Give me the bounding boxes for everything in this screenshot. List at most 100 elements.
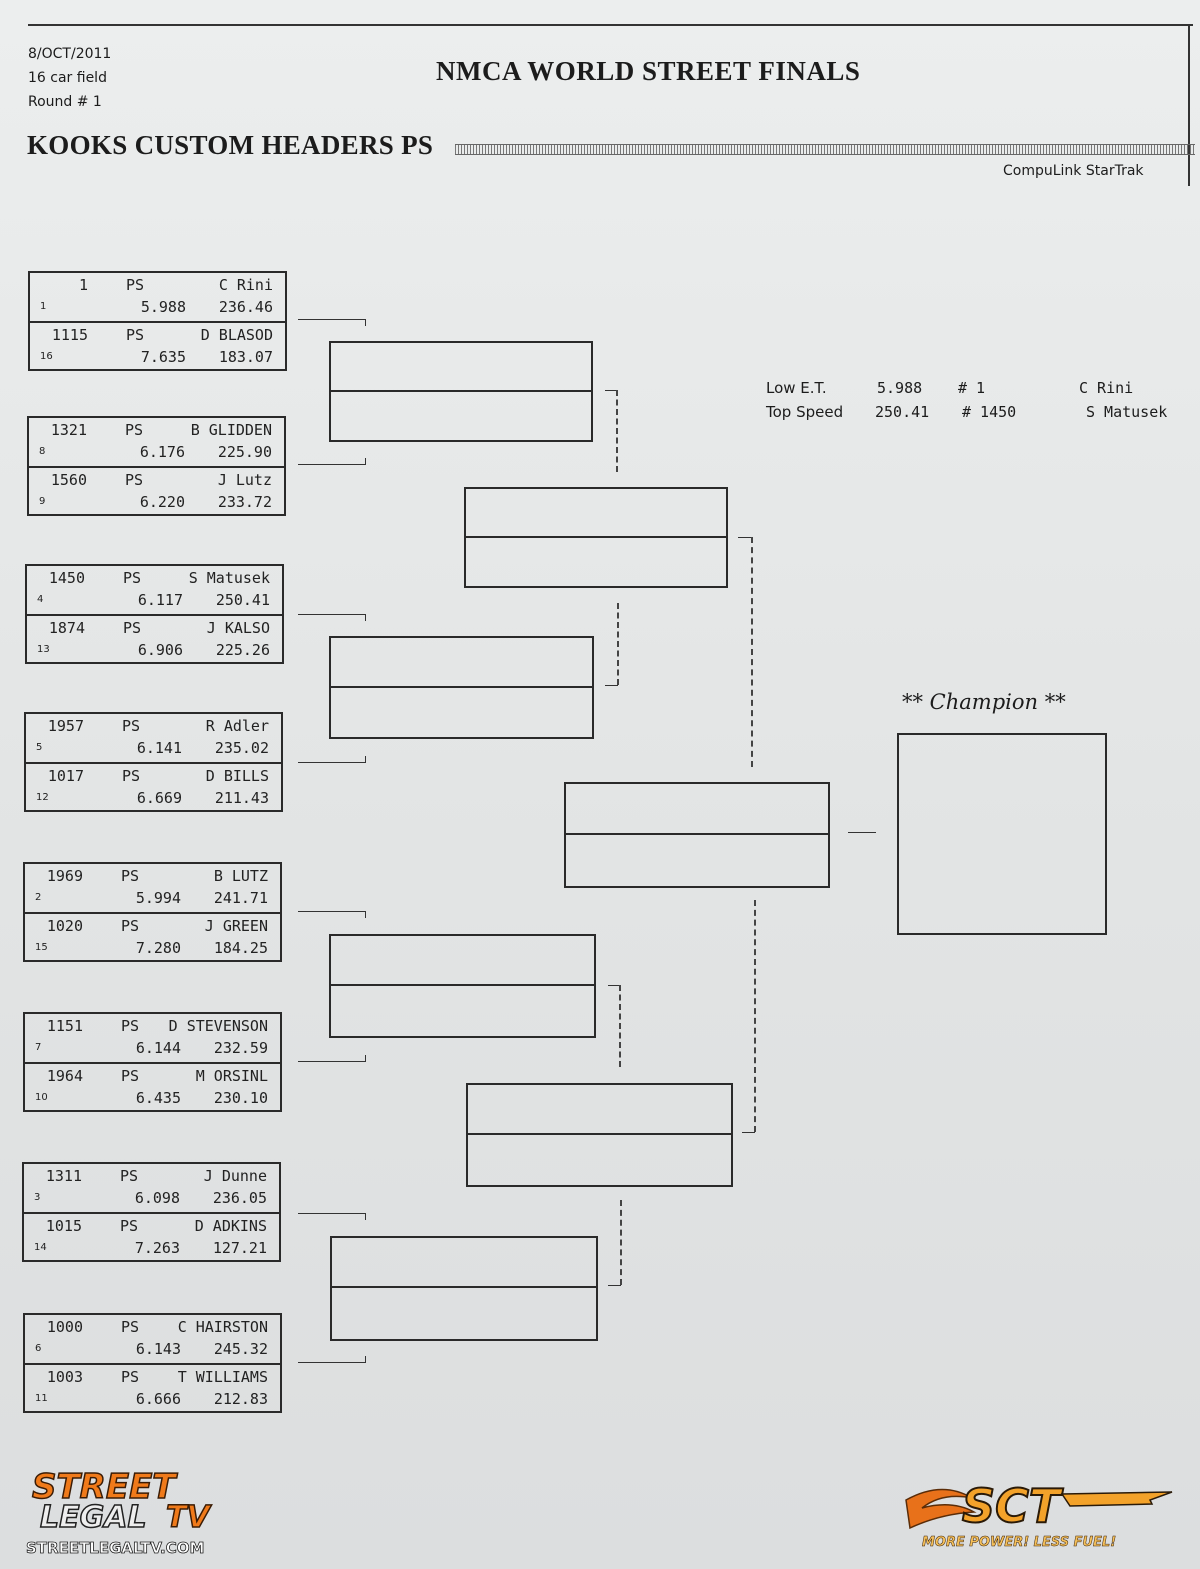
connector-tick (365, 756, 366, 763)
trap-speed: 225.26 (215, 641, 270, 659)
driver-name: M ORSINL (195, 1067, 268, 1085)
champion-box[interactable] (897, 733, 1107, 935)
seed-number: 8 (39, 446, 46, 457)
streetlegaltv-logo: STREET LEGAL TV STREETLEGALTV.COM (26, 1465, 266, 1564)
trap-speed: 241.71 (213, 889, 268, 907)
svg-text:STREETLEGALTV.COM: STREETLEGALTV.COM (26, 1539, 204, 1557)
connector-tick (365, 1213, 366, 1220)
driver-name: D STEVENSON (168, 1017, 268, 1035)
driver-name: D BLASOD (200, 326, 273, 344)
car-number: 1874 (48, 619, 85, 637)
semifinal-box[interactable] (464, 487, 728, 588)
elapsed-time: 5.994 (135, 889, 181, 907)
car-number: 1015 (45, 1217, 82, 1235)
top-speed-driver: S Matusek (1086, 403, 1168, 421)
driver-name: D BILLS (205, 767, 269, 785)
round2-box[interactable] (329, 341, 593, 442)
class-code: PS (121, 867, 140, 885)
elapsed-time: 6.098 (134, 1189, 180, 1207)
elapsed-time: 7.263 (134, 1239, 180, 1257)
driver-name: D ADKINS (194, 1217, 267, 1235)
connector-line (848, 832, 876, 833)
class-code: PS (121, 917, 140, 935)
seed-number: 9 (39, 496, 46, 507)
semifinal-box[interactable] (466, 1083, 733, 1187)
round2-box[interactable] (329, 934, 596, 1038)
class-code: PS (121, 1067, 140, 1085)
car-number: 1151 (46, 1017, 83, 1035)
seed-number: 11 (35, 1393, 48, 1404)
low-et-car: # 1 (958, 379, 986, 397)
trap-speed: 233.72 (217, 493, 272, 511)
driver-name: C HAIRSTON (177, 1318, 268, 1336)
elapsed-time: 6.143 (135, 1340, 181, 1358)
seed-number: 10 (35, 1092, 48, 1103)
car-number: 1000 (46, 1318, 83, 1336)
driver-name: J KALSO (206, 619, 270, 637)
connector-line (298, 614, 366, 615)
trap-speed: 127.21 (212, 1239, 267, 1257)
connector-line (738, 537, 752, 538)
seed-number: 7 (35, 1042, 42, 1053)
driver-name: J GREEN (204, 917, 268, 935)
elapsed-time: 6.176 (139, 443, 185, 461)
svg-text:LEGAL: LEGAL (40, 1500, 147, 1535)
trap-speed: 230.10 (213, 1089, 268, 1107)
driver-name: C Rini (218, 276, 273, 294)
connector-line (298, 1362, 366, 1363)
event-date: 8/OCT/2011 (28, 46, 112, 62)
car-number: 1957 (47, 717, 84, 735)
elapsed-time: 6.666 (135, 1390, 181, 1408)
low-et-driver: C Rini (1079, 379, 1134, 397)
field-size: 16 car field (28, 70, 107, 86)
seed-number: 14 (34, 1242, 47, 1253)
elapsed-time: 6.144 (135, 1039, 181, 1057)
class-code: PS (121, 1017, 140, 1035)
final-box[interactable] (564, 782, 830, 888)
round2-box[interactable] (329, 636, 594, 739)
connector-tick (365, 911, 366, 918)
elapsed-time: 6.906 (137, 641, 183, 659)
class-code: PS (123, 619, 142, 637)
connector-line (605, 390, 617, 391)
connector-dashed (751, 537, 753, 767)
class-code: PS (125, 421, 144, 439)
svg-text:MORE POWER! LESS FUEL!: MORE POWER! LESS FUEL! (922, 1535, 1116, 1550)
class-title: KOOKS CUSTOM HEADERS PS (27, 130, 434, 160)
top-speed-value: 250.41 (875, 403, 930, 421)
connector-dashed (754, 900, 756, 1132)
connector-dashed (620, 1200, 622, 1285)
svg-text:SCT: SCT (962, 1479, 1064, 1533)
round2-box[interactable] (330, 1236, 598, 1341)
elapsed-time: 7.635 (140, 348, 186, 366)
seed-number: 12 (36, 792, 49, 803)
driver-name: J Dunne (203, 1167, 267, 1185)
connector-tick (365, 1055, 366, 1062)
class-code: PS (126, 276, 145, 294)
